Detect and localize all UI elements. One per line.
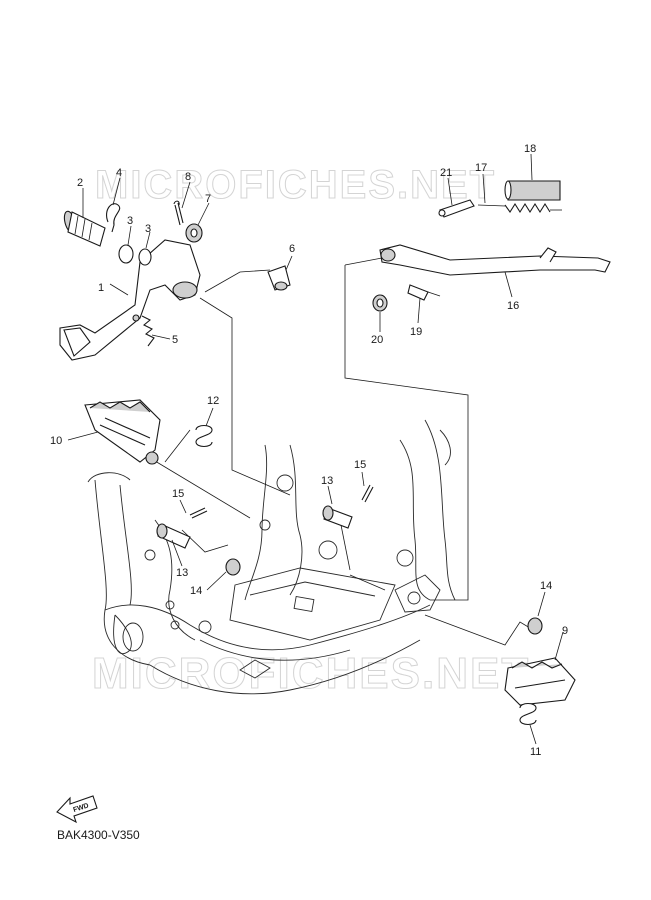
- cotter-pin-right: [361, 484, 374, 503]
- callout-16: 16: [507, 300, 519, 312]
- collar-left: [225, 558, 241, 576]
- watermark-top: MICROFICHES.NET: [95, 163, 496, 207]
- callout-15a: 15: [172, 488, 184, 500]
- assembly-guides: [149, 257, 531, 646]
- callout-20: 20: [371, 334, 383, 346]
- stand-spring: [504, 202, 551, 214]
- right-footpeg: [504, 657, 576, 706]
- callout-14b: 14: [540, 580, 552, 592]
- callout-15b: 15: [354, 459, 366, 471]
- left-footpeg: [84, 399, 161, 465]
- callout-labels: 1 2 3 3 4 5 6 7 8 9 10 11 12 13 13 14 14…: [50, 143, 568, 758]
- callout-5: 5: [172, 334, 178, 346]
- cotter-pin-left: [189, 507, 208, 519]
- o-ring-a: [118, 244, 134, 264]
- callout-3a: 3: [127, 215, 133, 227]
- callout-4: 4: [116, 167, 122, 179]
- spring-bracket: [438, 199, 475, 218]
- diagram-code: BAK4300-V350: [57, 828, 140, 842]
- callout-8: 8: [185, 171, 191, 183]
- callout-19: 19: [410, 326, 422, 338]
- stand-bolt: [407, 284, 441, 301]
- fwd-arrow-icon: FWD: [56, 795, 98, 824]
- callout-13b: 13: [176, 567, 188, 579]
- callout-1: 1: [98, 282, 104, 294]
- return-spring: [141, 315, 155, 347]
- cotter-pin: [173, 200, 184, 226]
- pivot-bolt: [63, 210, 106, 247]
- footpeg-spring-right: [519, 702, 537, 726]
- callout-9: 9: [562, 625, 568, 637]
- callout-3b: 3: [145, 223, 151, 235]
- pin-left: [156, 523, 191, 549]
- footpeg-spring-left: [195, 424, 213, 448]
- fwd-label: FWD: [72, 802, 89, 814]
- o-ring-b: [138, 248, 152, 266]
- callout-18: 18: [524, 143, 536, 155]
- callout-7: 7: [205, 193, 211, 205]
- watermark-bottom: MICROFICHES.NET: [92, 649, 530, 698]
- pin-right: [322, 505, 353, 529]
- callout-12: 12: [207, 395, 219, 407]
- brake-pedal: [59, 239, 201, 361]
- callout-21: 21: [440, 167, 452, 179]
- callout-14a: 14: [190, 585, 202, 597]
- pedal-cap: [267, 265, 291, 291]
- callout-17: 17: [475, 162, 487, 174]
- collar-right: [527, 617, 543, 635]
- callout-leaders: [67, 153, 564, 745]
- spring-clip: [106, 203, 121, 233]
- stand-nut: [372, 294, 388, 312]
- callout-13a: 13: [321, 475, 333, 487]
- callout-2: 2: [77, 177, 83, 189]
- side-stand: [379, 244, 611, 276]
- callout-10: 10: [50, 435, 62, 447]
- callout-11: 11: [530, 746, 541, 758]
- callout-6: 6: [289, 243, 295, 255]
- spring-sleeve: [504, 180, 561, 201]
